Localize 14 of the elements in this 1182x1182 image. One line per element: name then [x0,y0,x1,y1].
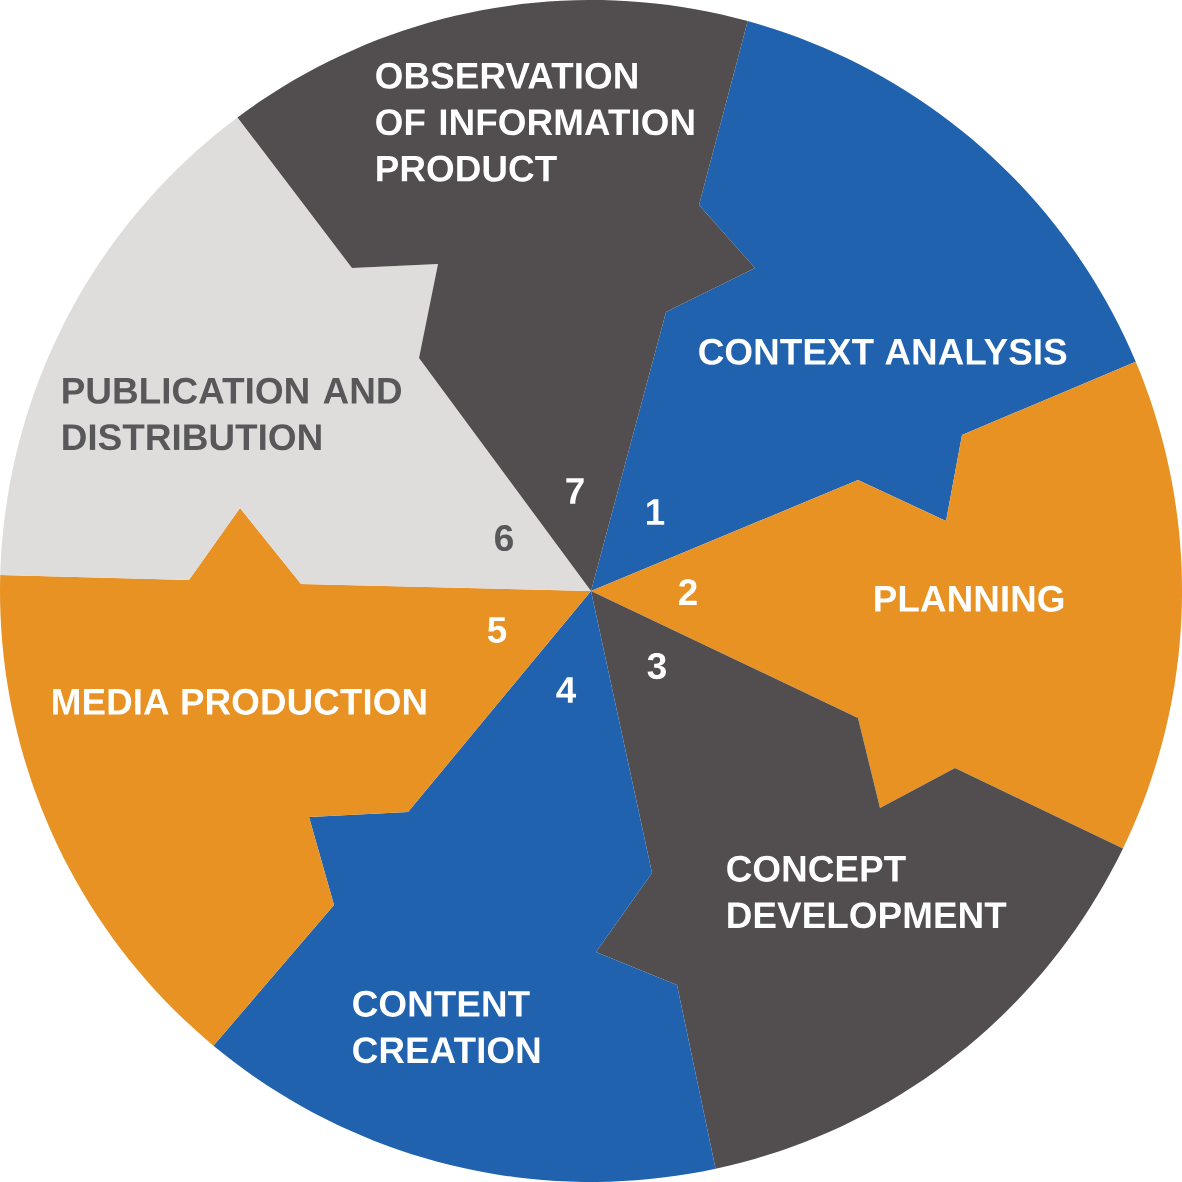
step-number: 6 [495,524,513,552]
step-number: 1 [647,499,665,525]
segment-label: PUBLICATION AND DISTRIBUTION [63,377,401,451]
step-number: 3 [647,652,666,680]
segment-label: OBSERVATION OF INFORMATION PRODUCT [376,62,694,182]
step-number: 7 [566,478,584,504]
step-number: 5 [487,617,507,643]
segment-label: MEDIA PRODUCTION [53,688,426,715]
segment-label: CONTENT CREATION [353,990,540,1064]
segment-label: CONTEXT ANALYSIS [699,338,1067,365]
step-number: 2 [679,579,697,605]
step-number: 4 [556,677,577,703]
segment-label: CONCEPT DEVELOPMENT [727,855,1007,929]
segment-label: PLANNING [875,585,1064,612]
